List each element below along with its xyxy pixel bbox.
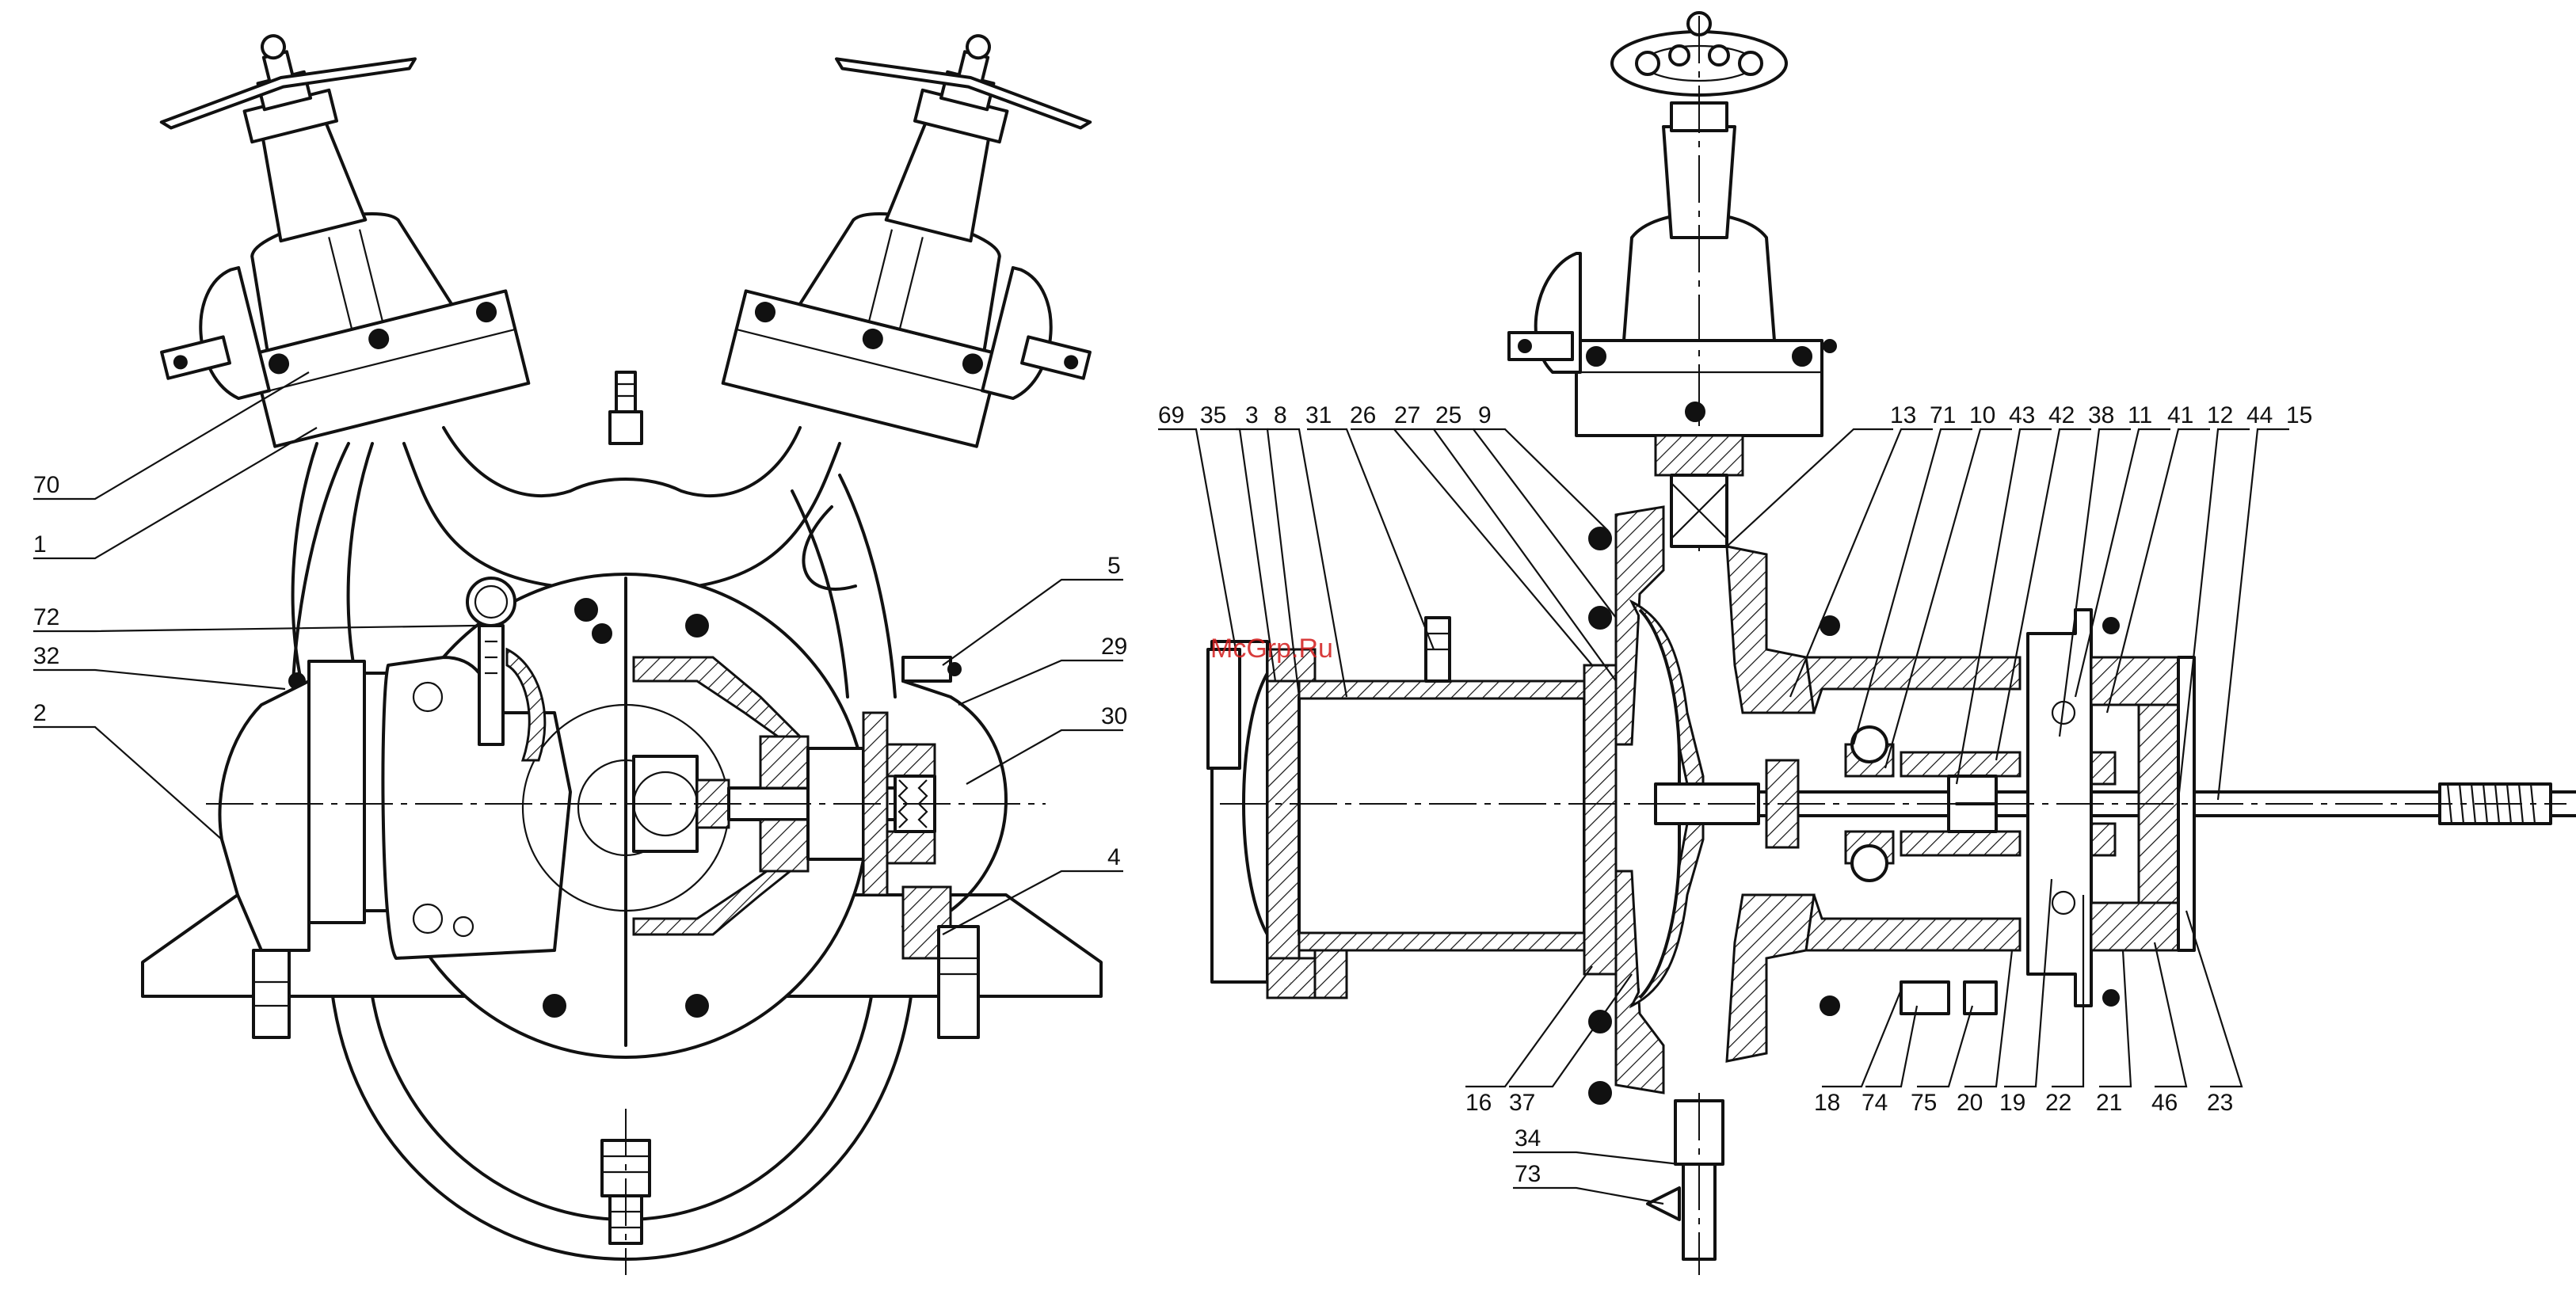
part-label: 3 xyxy=(1245,402,1259,428)
part-label: 31 xyxy=(1305,402,1332,428)
part-label: 8 xyxy=(1274,402,1287,428)
part-labels-drain: 34 73 xyxy=(1515,1125,1541,1187)
part-label: 44 xyxy=(2246,402,2273,428)
part-label: 38 xyxy=(2088,402,2114,428)
part-label: 29 xyxy=(1101,634,1127,660)
part-label: 5 xyxy=(1107,553,1121,579)
part-label: 23 xyxy=(2207,1090,2233,1116)
part-label: 15 xyxy=(2286,402,2312,428)
left-view-pump xyxy=(93,0,1157,1275)
watermark: McGrp.Ru xyxy=(1210,634,1333,664)
part-label: 11 xyxy=(2128,402,2152,428)
part-labels-right-bottom: 16 37 18 74 75 20 19 22 21 46 23 xyxy=(1465,1090,2233,1116)
part-label: 27 xyxy=(1394,402,1420,428)
part-label: 21 xyxy=(2096,1090,2122,1116)
part-label: 19 xyxy=(1999,1090,2025,1116)
part-label: 22 xyxy=(2045,1090,2071,1116)
part-label: 75 xyxy=(1911,1090,1937,1116)
part-label: 2 xyxy=(33,700,47,726)
part-label: 18 xyxy=(1814,1090,1840,1116)
part-label: 26 xyxy=(1350,402,1376,428)
part-label: 13 xyxy=(1890,402,1916,428)
part-label: 43 xyxy=(2009,402,2035,428)
part-label: 35 xyxy=(1200,402,1226,428)
part-label: 1 xyxy=(33,531,47,558)
part-label: 74 xyxy=(1862,1090,1888,1116)
part-label: 73 xyxy=(1515,1161,1541,1187)
part-label: 10 xyxy=(1969,402,1995,428)
part-label: 46 xyxy=(2151,1090,2178,1116)
left-valve-head xyxy=(93,0,528,467)
part-label: 4 xyxy=(1107,844,1121,870)
part-label: 69 xyxy=(1158,402,1184,428)
part-label: 41 xyxy=(2167,402,2193,428)
part-label: 71 xyxy=(1930,402,1956,428)
part-label: 16 xyxy=(1465,1090,1492,1116)
part-label: 32 xyxy=(33,643,59,669)
right-valve-head xyxy=(723,0,1158,467)
part-label: 12 xyxy=(2207,402,2233,428)
part-label: 72 xyxy=(33,604,59,630)
part-label: 42 xyxy=(2048,402,2075,428)
part-label: 30 xyxy=(1101,703,1127,729)
part-label: 9 xyxy=(1478,402,1492,428)
part-label: 37 xyxy=(1509,1090,1535,1116)
part-label: 34 xyxy=(1515,1125,1541,1151)
part-label: 70 xyxy=(33,472,59,498)
part-label: 20 xyxy=(1957,1090,1983,1116)
part-label: 25 xyxy=(1435,402,1461,428)
